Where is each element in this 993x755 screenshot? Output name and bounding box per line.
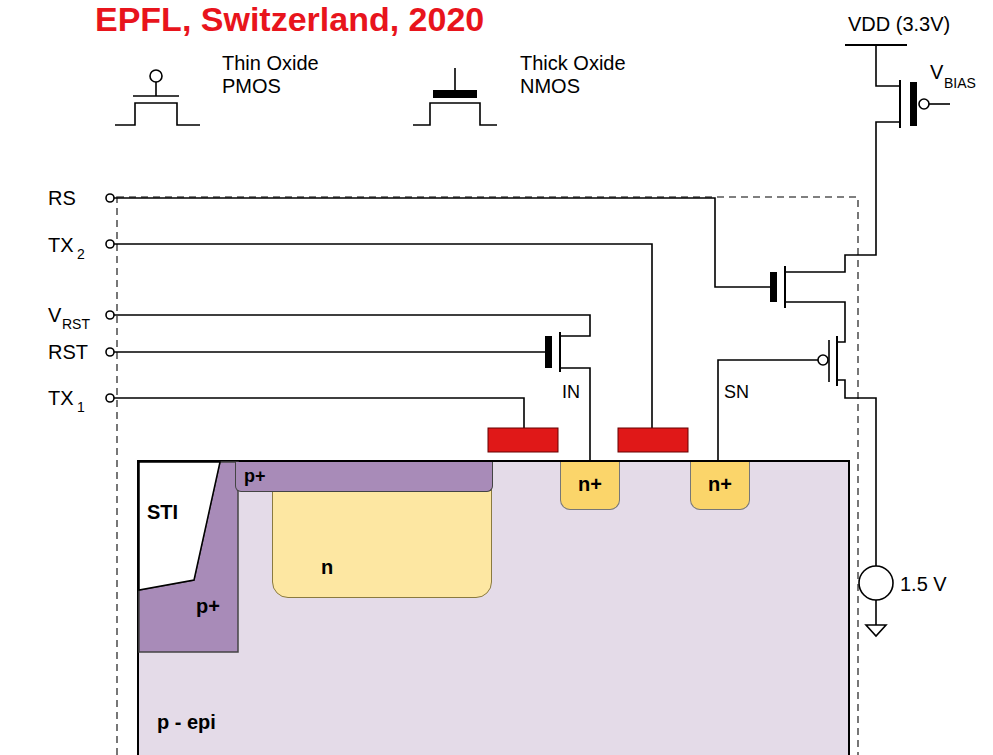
bias-gate-bubble [919, 99, 929, 109]
tx2-gate [618, 428, 688, 452]
legend-text: Thick Oxide NMOS [520, 52, 652, 98]
terminal [106, 240, 114, 248]
tx2-wire [114, 244, 652, 428]
tx1-gate [488, 428, 558, 452]
photodiode-well: n [272, 480, 492, 598]
region-label: n+ [578, 474, 602, 494]
pmos-legend-symbol [115, 103, 200, 125]
region-label: n+ [708, 474, 732, 494]
rst-wire [114, 351, 545, 353]
sn-thin-gate [828, 340, 830, 382]
signal-name: RST [48, 342, 88, 362]
rst-channel [559, 332, 561, 372]
region-label: n [321, 557, 333, 577]
vbias-wire [929, 103, 950, 105]
bias-gate-bar [910, 82, 917, 126]
bias-channel [899, 80, 901, 128]
node-name: SN [724, 383, 749, 401]
terminal [106, 311, 114, 319]
pinning-layer: p+ [235, 462, 493, 492]
in-wire [560, 368, 590, 460]
thick-gate-bar [433, 90, 477, 98]
region-label: p+ [196, 596, 220, 616]
title: EPFL, Switzerland, 2020 [95, 2, 484, 36]
signal-subscript: RST [62, 317, 90, 331]
terminal [106, 394, 114, 402]
signal-name: RS [48, 188, 76, 208]
ground-symbol [866, 625, 886, 636]
supply-name: VDD (3.3V) [848, 14, 950, 34]
signal-name: V [48, 305, 61, 325]
node-name: IN [562, 383, 580, 401]
diffusion-region: n+ [690, 462, 750, 510]
legend-text: Thin Oxide PMOS [222, 52, 340, 98]
pmos-legend-bubble [150, 70, 162, 82]
bias-source-wire [876, 45, 900, 86]
region-label: STI [147, 502, 178, 522]
voltage-value: 1.5 V [900, 574, 947, 594]
rs-drain-wire [785, 122, 900, 272]
sn-channel [836, 336, 838, 386]
signal-name: TX [48, 235, 74, 255]
terminal [106, 348, 114, 356]
terminal [106, 194, 114, 202]
pmos-legend-gate [133, 82, 179, 96]
sn-gate-bubble [818, 355, 828, 365]
voltage-source [859, 566, 893, 600]
region-label: p+ [244, 467, 266, 485]
tx1-wire [114, 398, 524, 428]
sn-wire [718, 360, 818, 460]
rst-gate-bar [545, 336, 552, 368]
sti-liner-shape [139, 462, 238, 652]
signal-subscript: 1 [77, 400, 85, 414]
diffusion-region: n+ [560, 462, 620, 510]
substrate-region: p - epi STI p+ p+ n n+ n+ [137, 460, 850, 755]
signal-subscript: 2 [77, 247, 85, 261]
region-label: p - epi [157, 712, 216, 732]
signal-name: V [930, 62, 943, 82]
signal-subscript: BIAS [944, 76, 976, 90]
sti-region: STI [139, 462, 221, 592]
vrst-wire [114, 315, 590, 336]
signal-name: TX [48, 388, 74, 408]
sti-region-outline [139, 462, 221, 592]
nmos-legend-symbol [413, 68, 497, 125]
rs-wire [114, 198, 770, 287]
ground-wire [875, 600, 877, 625]
rs-gate-bar [770, 272, 777, 302]
